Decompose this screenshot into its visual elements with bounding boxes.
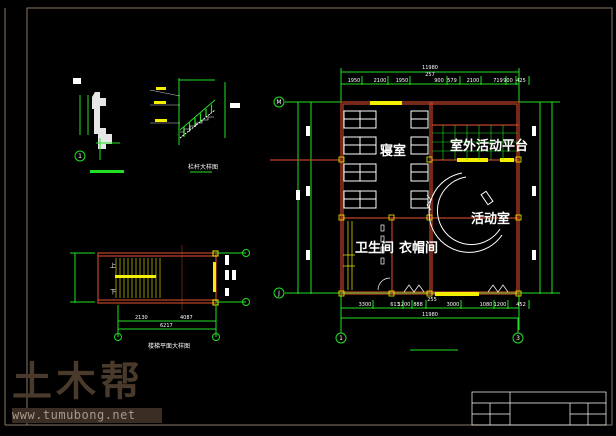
watermark-url: www.tumubong.net <box>12 408 162 423</box>
axis-label-3: 3 <box>516 335 520 342</box>
dim-bottom-segment-7: 452 <box>516 302 526 308</box>
dim-bottom-segment-6: 1200 <box>494 302 507 308</box>
detail-axis-label: 1 <box>78 153 82 160</box>
dim-top-segment-8: 425 <box>516 78 526 84</box>
room-label-cloakroom: 衣帽间 <box>399 240 438 256</box>
dim-bottom-segment-0: 3300 <box>359 302 372 308</box>
stair-caption: 楼梯平面大样图 <box>148 342 190 350</box>
section-detail: 1 <box>73 78 124 173</box>
stair-dim-3: 6217 <box>160 323 173 329</box>
dim-bottom-segment-2: 1200 <box>398 302 411 308</box>
dim-bottom-segment-1: 613 <box>390 302 400 308</box>
dim-bottom-segment-3: 888 <box>413 302 423 308</box>
dim-top-segment-5: 2100 <box>467 78 480 84</box>
room-label-terrace: 室外活动平台 <box>450 138 528 154</box>
dim-bottom-mid: 255 <box>427 297 437 303</box>
dim-bottom-segment-5: 1080 <box>480 302 493 308</box>
stair-up-label: 上 <box>110 262 116 270</box>
dim-bottom-segment-4: 3000 <box>447 302 460 308</box>
dim-bottom-overall: 11980 <box>422 312 438 318</box>
stair-down-label: 下 <box>110 289 116 296</box>
stair-plan: 上 下 2130 4087 6217 楼梯平面大样图 <box>70 245 250 350</box>
dim-top-segment-7: 900 <box>503 78 513 84</box>
dim-top-segment-6: 719 <box>493 78 503 84</box>
railing-caption: 栏杆大样图 <box>188 163 218 171</box>
dim-top-segment-0: 1950 <box>348 78 361 84</box>
stair-dim-1: 2130 <box>135 315 148 321</box>
room-label-bedroom: 寝室 <box>380 143 406 159</box>
dim-top-segment-3: 900 <box>434 78 444 84</box>
dim-top-overall: 11980 <box>422 65 438 71</box>
axis-label-1: 1 <box>339 335 343 342</box>
axis-label-m: M <box>276 99 281 106</box>
dim-top-mid: 257 <box>425 72 435 78</box>
title-block <box>471 391 607 426</box>
railing-detail: 栏杆大样图 <box>149 78 240 173</box>
stair-dim-2: 4087 <box>180 315 193 321</box>
room-label-bathroom: 卫生间 <box>355 240 394 256</box>
sheet-frame <box>4 7 613 426</box>
room-label-activity: 活动室 <box>471 211 510 227</box>
dim-top-segment-4: 579 <box>447 78 457 84</box>
dim-top-segment-1: 2100 <box>374 78 387 84</box>
watermark-logo: 土木帮 <box>12 359 144 405</box>
dim-top-segment-2: 1950 <box>396 78 409 84</box>
axis-label-j: J <box>277 290 280 297</box>
